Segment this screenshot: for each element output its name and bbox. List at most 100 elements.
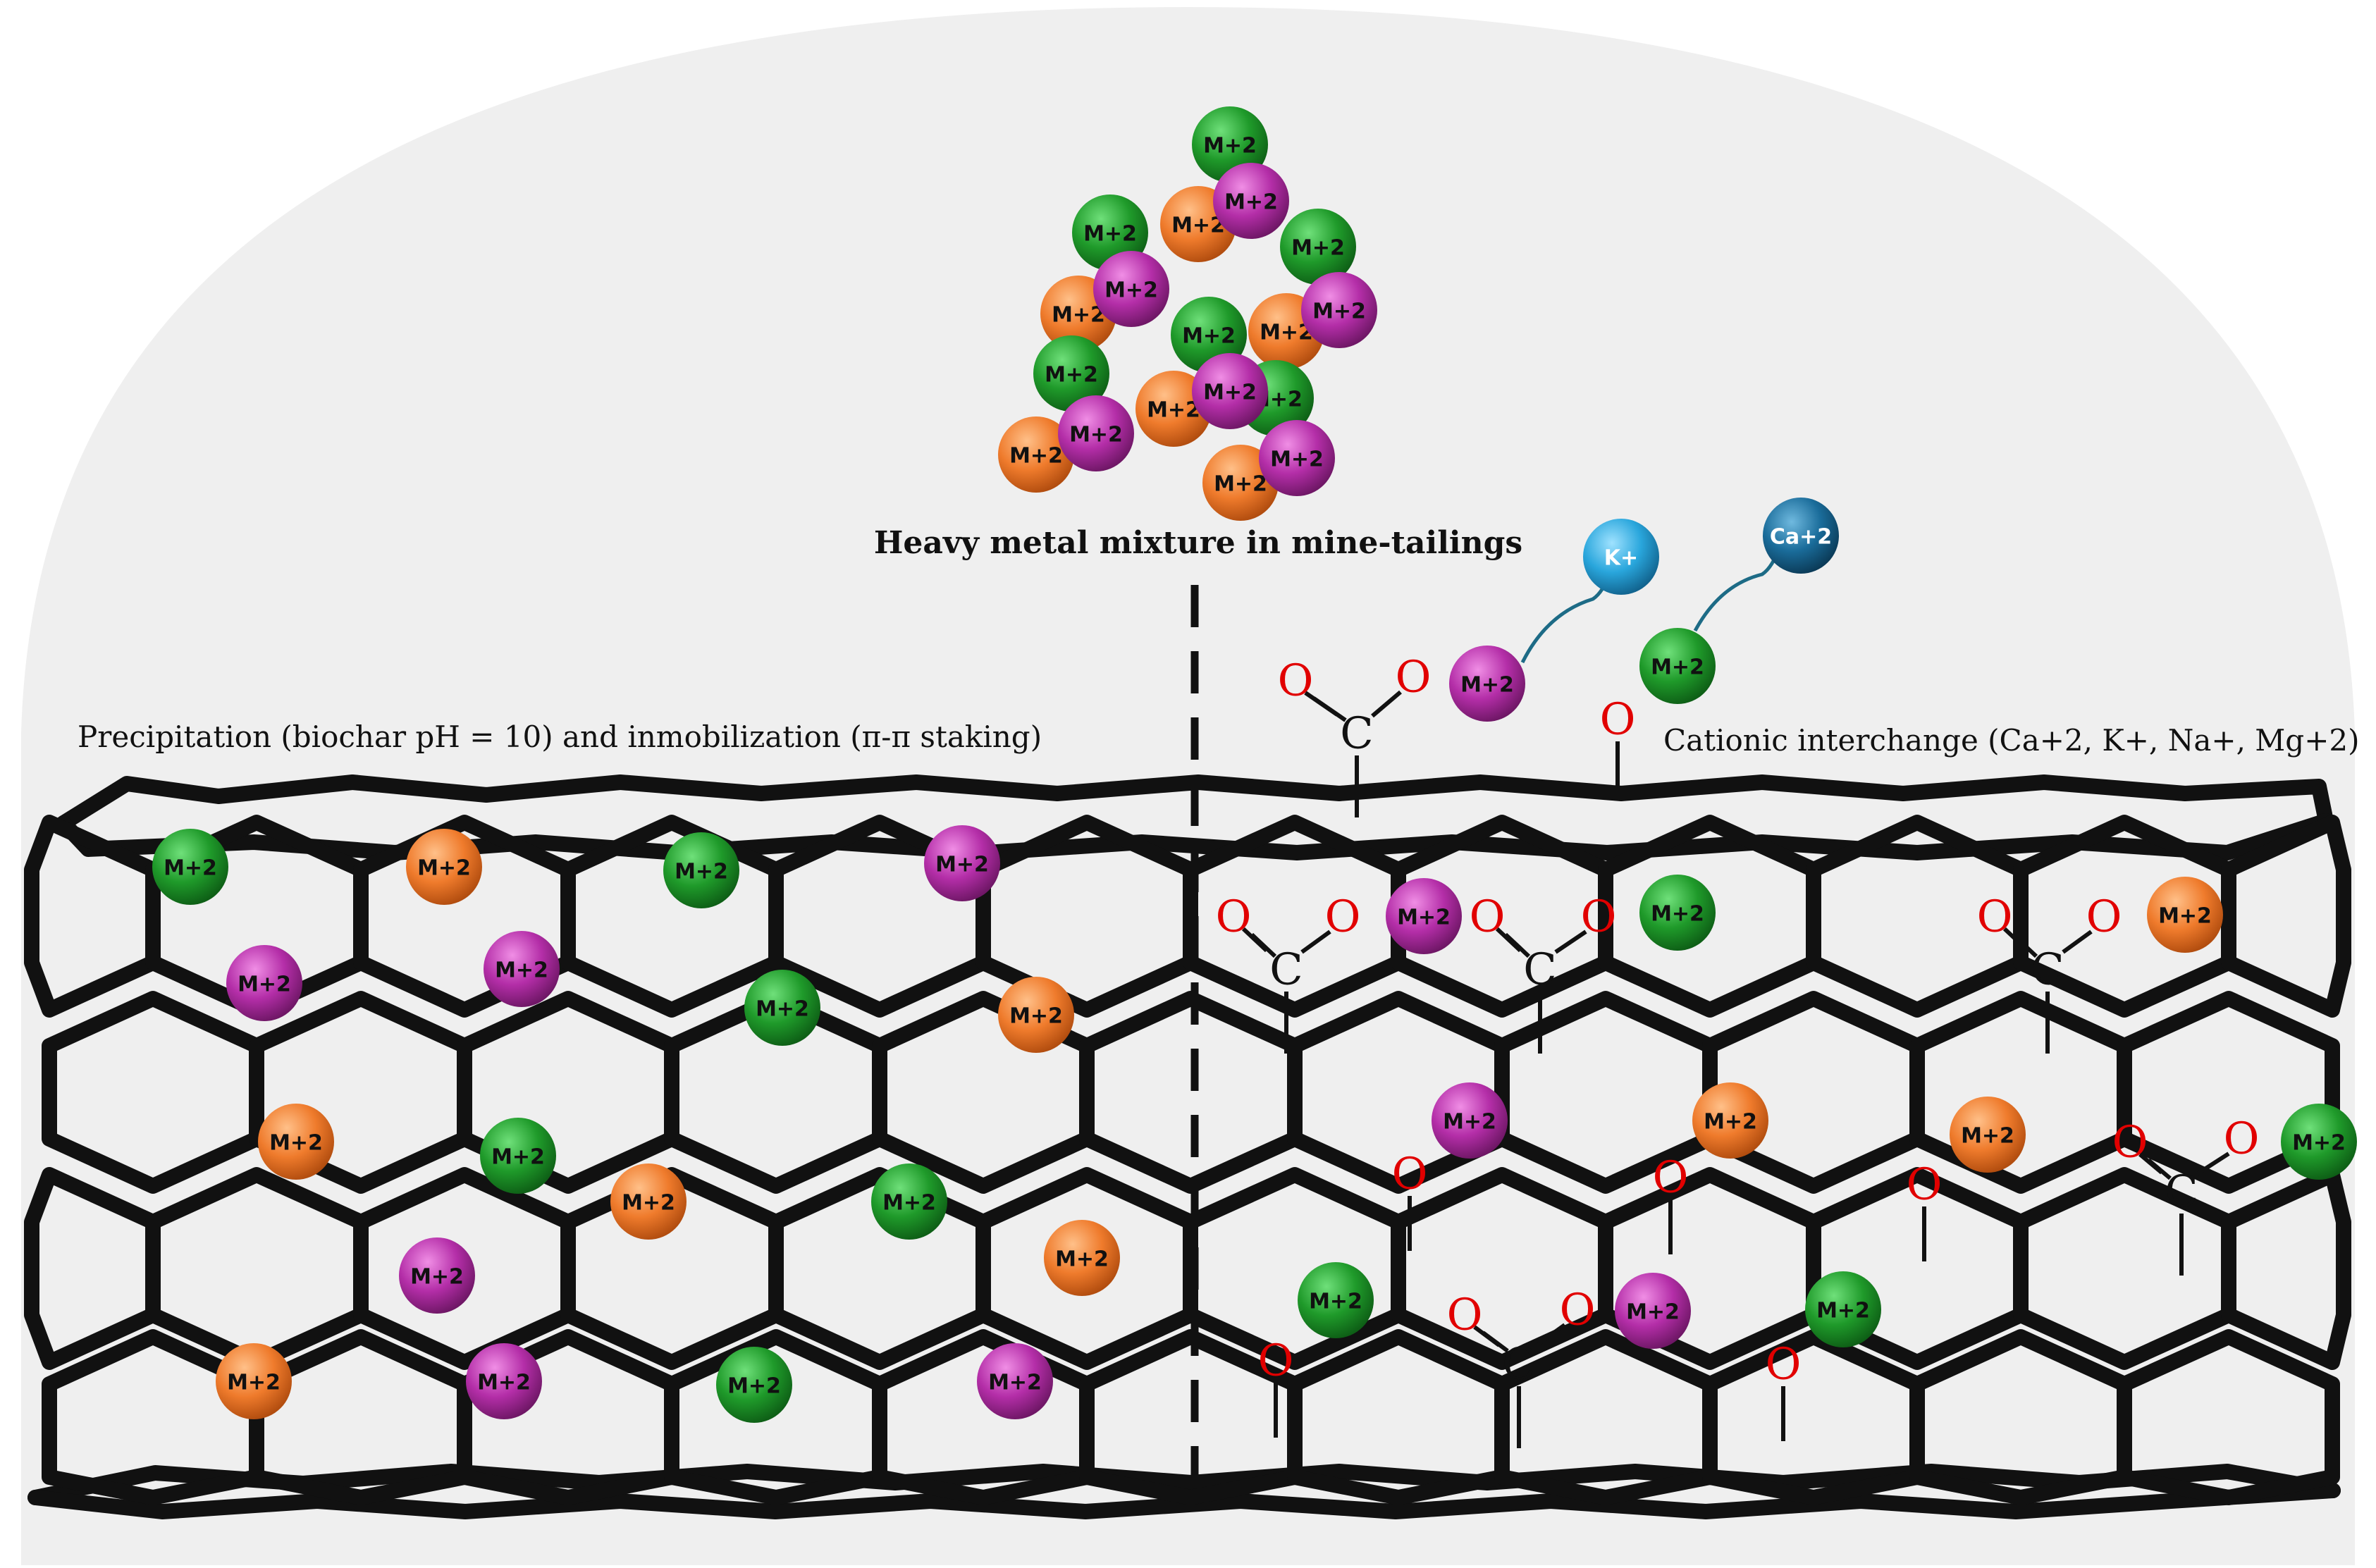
ion-label: M+2: [1045, 363, 1098, 388]
metal-ion-green: M+2: [716, 1347, 792, 1423]
ion-label: M+2: [935, 853, 989, 877]
oxygen-atom: O: [2224, 1113, 2260, 1164]
ion-sphere: [1692, 1082, 1768, 1159]
ion-sphere: [871, 1163, 947, 1240]
metal-ion-orange: M+2: [2147, 877, 2223, 953]
ion-sphere: [1033, 335, 1109, 412]
ion-sphere: [977, 1343, 1053, 1419]
ion-label: M+2: [1460, 673, 1514, 698]
carbon-atom: C: [1523, 944, 1556, 995]
metal-ion-magenta: M+2: [1386, 878, 1462, 954]
ion-label: M+2: [2158, 904, 2212, 929]
metal-ion-magenta: M+2: [1192, 353, 1268, 429]
ion-sphere: [226, 945, 302, 1021]
metal-ion-orange: M+2: [998, 977, 1074, 1053]
carbon-atom: C: [2031, 944, 2064, 995]
chemical-bond: [2011, 932, 2038, 958]
ion-sphere: [258, 1104, 334, 1180]
ion-label: M+2: [1069, 423, 1123, 447]
oxygen-atom: O: [1600, 693, 1636, 745]
metal-ion-magenta: M+2: [1213, 163, 1289, 239]
ion-label: M+2: [1651, 902, 1704, 927]
caption-precipitation: Precipitation (biochar pH = 10) and inmo…: [78, 720, 1042, 754]
ion-sphere: [1044, 1220, 1120, 1296]
metal-ion-magenta: M+2: [1259, 420, 1335, 496]
ion-label: M+2: [1214, 472, 1267, 497]
ion-sphere: [1583, 519, 1659, 595]
metal-ion-magenta: M+2: [977, 1343, 1053, 1419]
lattice-hexagon: [2117, 1329, 2340, 1505]
ion-sphere: [152, 829, 228, 905]
metal-ion-orange: M+2: [406, 829, 482, 905]
ion-sphere: [1301, 272, 1377, 348]
ion-label: M+2: [727, 1374, 781, 1399]
chemical-bond: [1371, 690, 1402, 718]
metal-ion-green: M+2: [152, 829, 228, 905]
ion-label: M+2: [622, 1191, 675, 1216]
metal-ion-orange: M+2: [1044, 1220, 1120, 1296]
ion-label: M+2: [1397, 906, 1451, 930]
ion-label: M+2: [238, 973, 291, 997]
ion-label: M+2: [675, 860, 728, 884]
metal-ion-magenta: M+2: [924, 825, 1000, 901]
metal-ion-green: M+2: [744, 970, 820, 1046]
ion-label: M+2: [1312, 300, 1366, 324]
ion-label: Ca+2: [1770, 525, 1832, 550]
ion-sphere: [1093, 251, 1169, 327]
ion-sphere: [1058, 395, 1134, 471]
carbon-atom: C: [1269, 944, 1303, 995]
chemical-bond: [1300, 930, 1331, 954]
ion-label: M+2: [491, 1145, 545, 1170]
ion-label: M+2: [1171, 214, 1225, 238]
ion-label: M+2: [1052, 303, 1105, 328]
ion-label: M+2: [1961, 1124, 2014, 1149]
ion-label: M+2: [1147, 398, 1200, 423]
ion-sphere: [1639, 628, 1716, 704]
ion-sphere: [610, 1163, 687, 1240]
ion-label: M+2: [1291, 236, 1345, 261]
metal-ion-green: M+2: [1280, 209, 1356, 285]
ion-sphere: [1192, 353, 1268, 429]
ion-label: M+2: [988, 1371, 1042, 1395]
calcium-ion: Ca+2: [1763, 498, 1839, 574]
oxygen-atom: O: [1447, 1289, 1483, 1340]
ion-label: M+2: [417, 856, 471, 881]
ion-label: M+2: [477, 1371, 531, 1395]
metal-ion-green: M+2: [1639, 875, 1716, 951]
ion-label: M+2: [882, 1191, 936, 1216]
metal-ion-magenta: M+2: [1058, 395, 1134, 471]
carbon-atom: C: [1502, 1338, 1535, 1390]
ion-sphere: [663, 832, 739, 908]
ion-sphere: [1615, 1273, 1691, 1349]
oxygen-atom: O: [1392, 1148, 1428, 1199]
ion-sphere: [1950, 1097, 2026, 1173]
metal-ion-orange: M+2: [998, 416, 1074, 493]
ion-label: M+2: [1203, 134, 1257, 159]
ion-label: M+2: [1816, 1299, 1870, 1323]
ion-sphere: [406, 829, 482, 905]
ion-sphere: [1280, 209, 1356, 285]
ion-label: M+2: [1309, 1290, 1362, 1314]
chemical-bond: [2147, 1158, 2172, 1180]
metal-ion-orange: M+2: [258, 1104, 334, 1180]
ion-sphere: [1763, 498, 1839, 574]
lattice-edge-strand: [27, 1483, 2341, 1519]
carbon-atom: C: [1340, 708, 1373, 759]
oxygen-atom: O: [1653, 1152, 1689, 1203]
metal-ion-green: M+2: [1298, 1262, 1374, 1338]
metal-ion-green: M+2: [480, 1118, 556, 1194]
chemical-bond: [1503, 932, 1531, 958]
ion-label: M+2: [756, 997, 809, 1022]
ion-label: M+2: [1704, 1110, 1757, 1135]
ion-label: M+2: [1104, 278, 1158, 303]
ion-label: M+2: [227, 1371, 281, 1395]
caption-cationic-interchange: Cationic interchange (Ca+2, K+, Na+, Mg+…: [1663, 723, 2360, 758]
oxygen-atom: O: [1258, 1335, 1294, 1386]
ion-sphere: [1449, 646, 1525, 722]
ion-sphere: [1259, 420, 1335, 496]
metal-ion-green: M+2: [871, 1163, 947, 1240]
metal-ion-magenta: M+2: [1301, 272, 1377, 348]
caption-mixture: Heavy metal mixture in mine-tailings: [874, 525, 1522, 561]
oxygen-atom: O: [1766, 1338, 1802, 1390]
carbon-atom: C: [2165, 1166, 2198, 1217]
